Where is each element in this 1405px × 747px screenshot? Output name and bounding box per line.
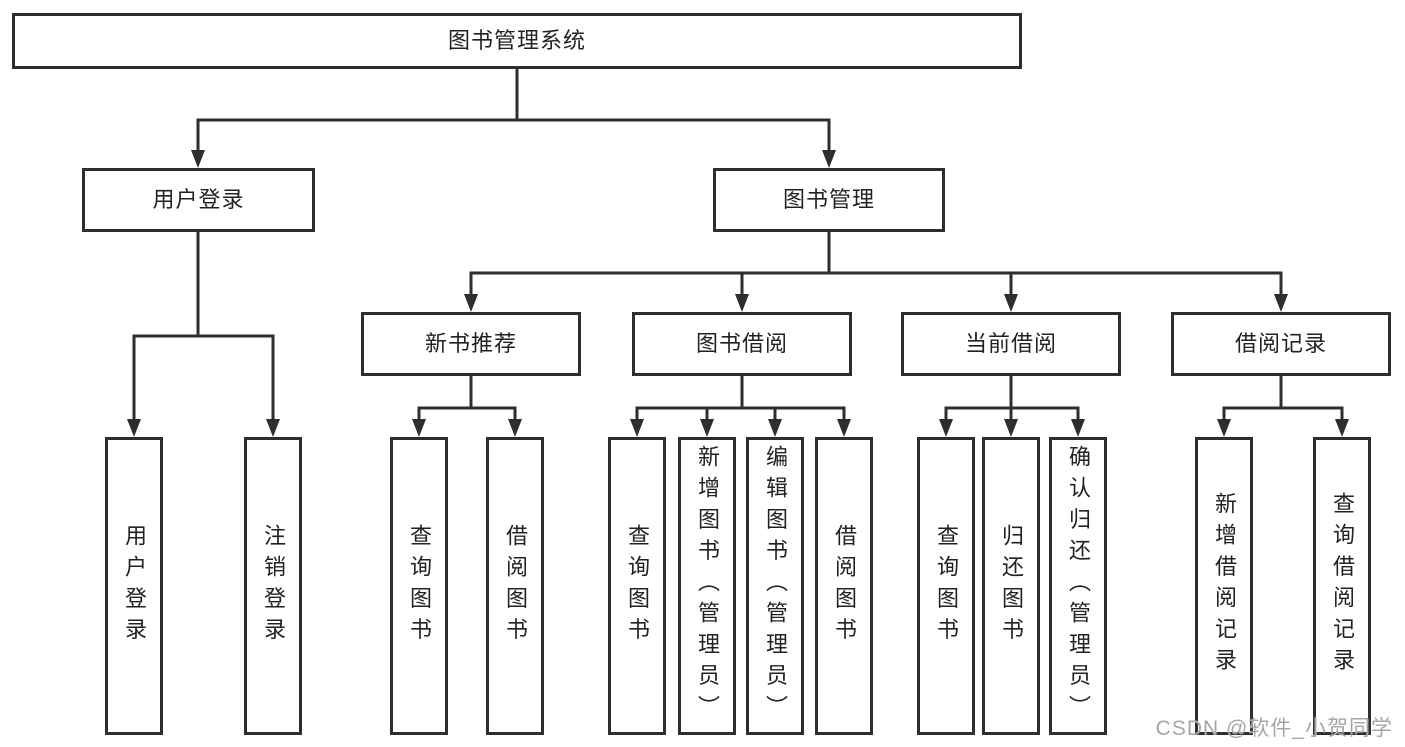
leaf-label: 编辑图书（管理员） [763, 445, 788, 727]
leaf-label: 查询图书 [934, 523, 959, 649]
leaf-bb-borrow-books: 借阅图书 [815, 437, 873, 735]
leaf-label: 新增借阅记录 [1212, 492, 1237, 680]
node-label: 借阅记录 [1234, 331, 1327, 356]
leaf-label: 注销登录 [261, 523, 286, 649]
leaf-br-query-borrow-record: 查询借阅记录 [1313, 437, 1371, 735]
leaf-user-login: 用户登录 [105, 437, 163, 735]
leaf-label: 借阅图书 [832, 523, 857, 649]
leaf-label: 借阅图书 [503, 523, 528, 649]
leaf-label: 查询借阅记录 [1330, 492, 1355, 680]
leaf-bb-query-books: 查询图书 [608, 437, 666, 735]
node-book-management-group: 图书管理 [713, 168, 945, 232]
leaf-label: 查询图书 [625, 523, 650, 649]
connector-new-book-rec-to-leaves [412, 376, 522, 437]
node-label: 图书管理系统 [447, 28, 586, 53]
node-label: 图书借阅 [695, 331, 788, 356]
node-book-borrowing: 图书借阅 [632, 312, 852, 376]
node-label: 图书管理 [782, 187, 875, 212]
node-label: 新书推荐 [424, 331, 517, 356]
connector-borrow-records-to-leaves [1217, 376, 1349, 437]
leaf-bb-add-book-admin: 新增图书（管理员） [678, 437, 736, 735]
connector-current-borrow-to-leaves [939, 376, 1085, 437]
leaf-label: 归还图书 [999, 523, 1024, 649]
node-user-login-group: 用户登录 [82, 168, 315, 232]
leaf-label: 查询图书 [407, 523, 432, 649]
leaf-cb-return-books: 归还图书 [982, 437, 1040, 735]
connector-book-mgmt-to-sections [464, 232, 1288, 312]
connector-root-to-level2 [191, 69, 836, 168]
leaf-label: 新增图书（管理员） [695, 445, 720, 727]
connector-user-login-to-leaves [127, 232, 280, 437]
csdn-watermark: CSDN @软件_小贺同学 [1155, 717, 1393, 740]
node-current-borrowing: 当前借阅 [901, 312, 1121, 376]
node-label: 用户登录 [152, 187, 245, 212]
node-borrowing-records: 借阅记录 [1171, 312, 1391, 376]
leaf-label: 确认归还（管理员） [1066, 445, 1091, 727]
leaf-cb-confirm-return-admin: 确认归还（管理员） [1049, 437, 1107, 735]
node-new-book-recommendation: 新书推荐 [361, 312, 581, 376]
leaf-cb-query-books: 查询图书 [917, 437, 975, 735]
node-label: 当前借阅 [964, 331, 1057, 356]
leaf-bb-edit-book-admin: 编辑图书（管理员） [746, 437, 804, 735]
leaf-label: 用户登录 [122, 523, 147, 649]
node-root-system: 图书管理系统 [12, 13, 1022, 69]
leaf-br-add-borrow-record: 新增借阅记录 [1195, 437, 1253, 735]
leaf-nbr-query-books: 查询图书 [390, 437, 448, 735]
leaf-nbr-borrow-books: 借阅图书 [486, 437, 544, 735]
connector-book-borrow-to-leaves [630, 376, 851, 437]
leaf-logout: 注销登录 [244, 437, 302, 735]
